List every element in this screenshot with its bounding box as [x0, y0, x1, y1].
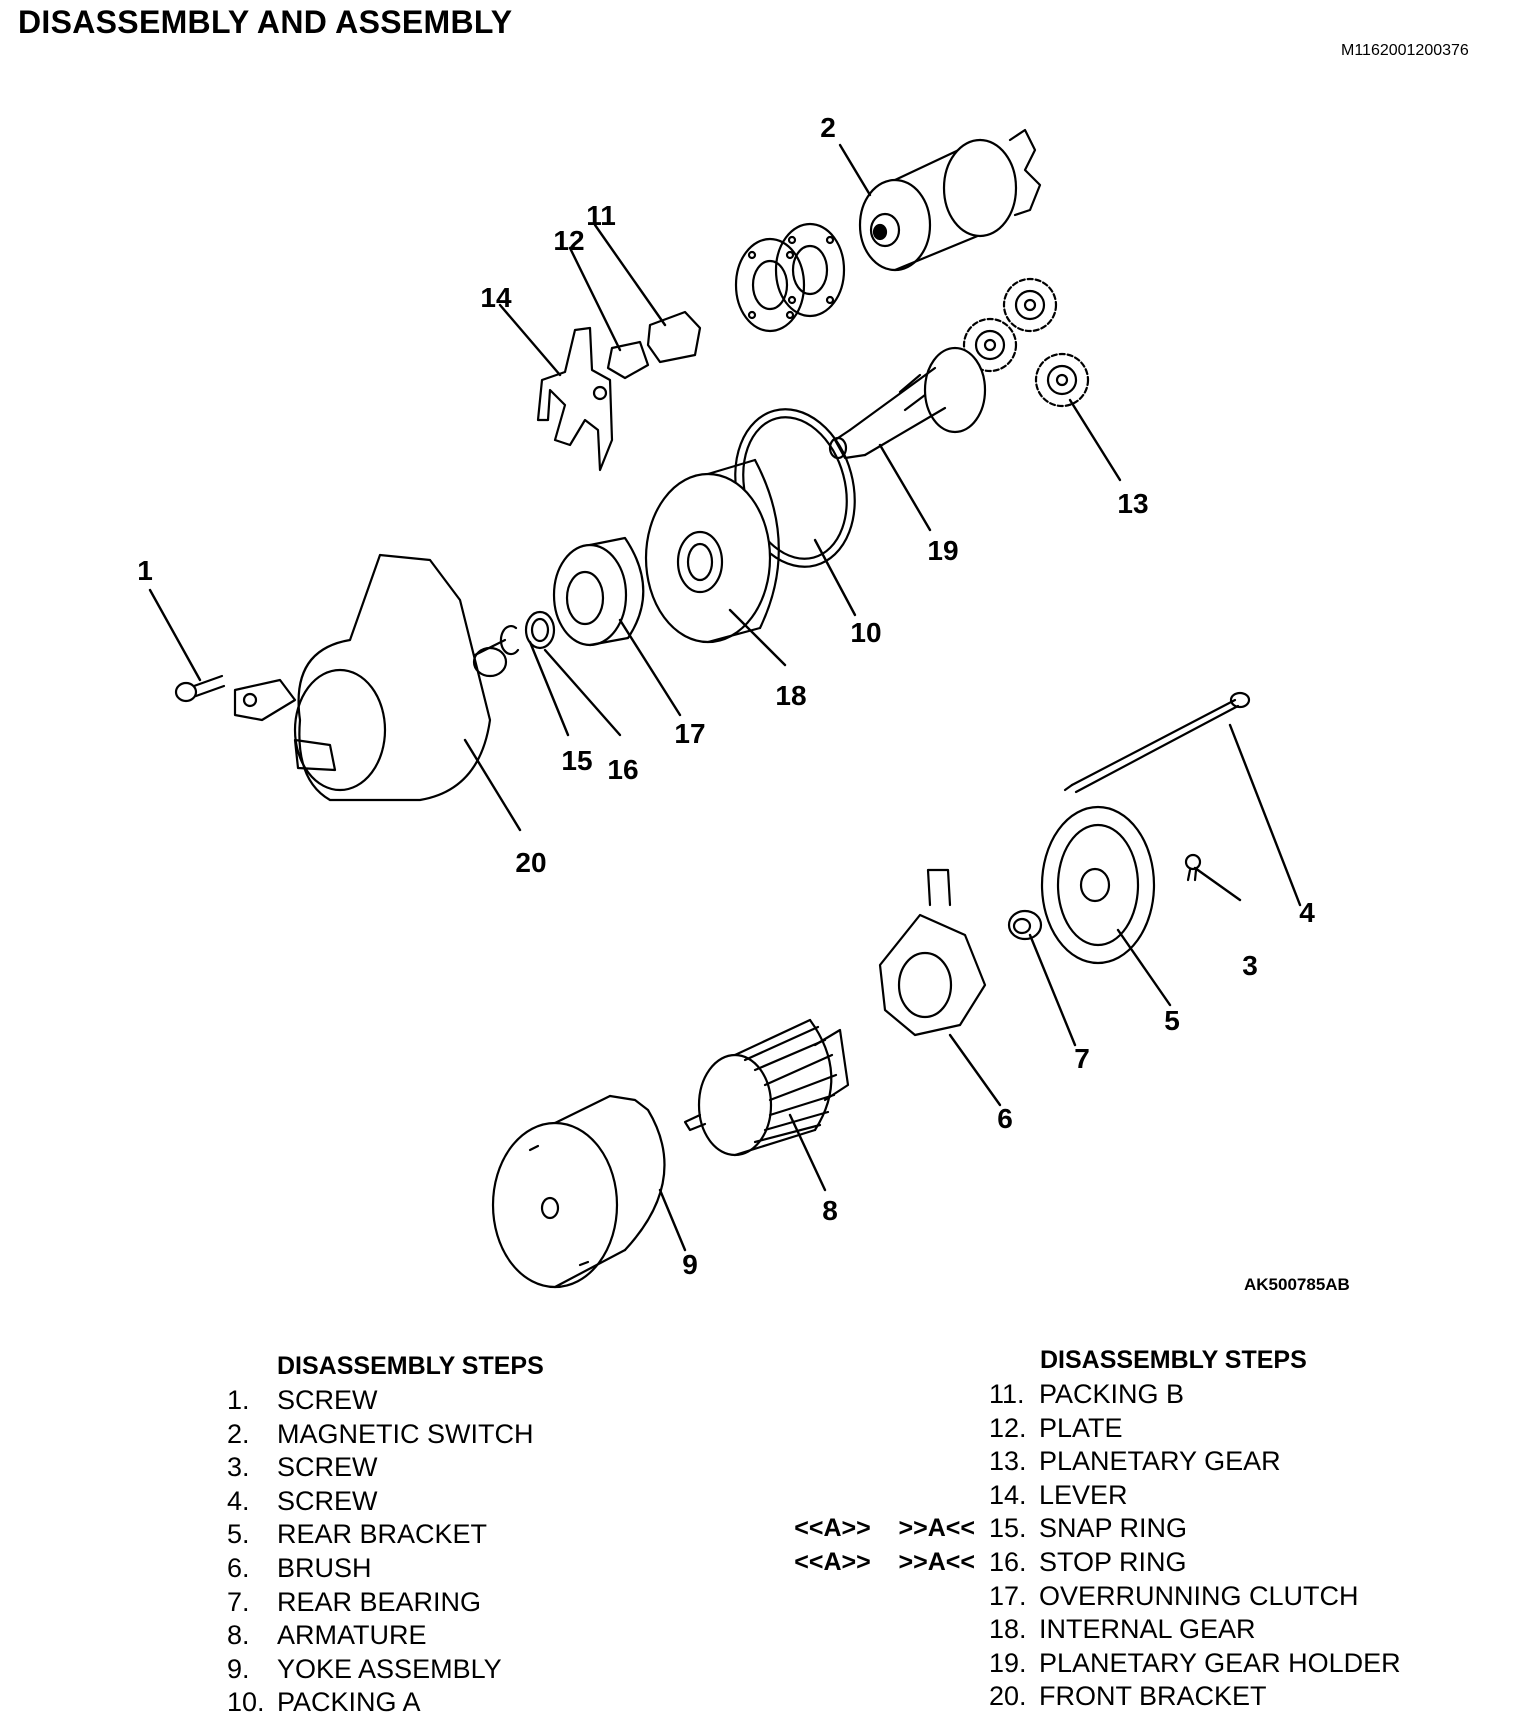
- list-item: 4.SCREW: [227, 1485, 378, 1516]
- list-item: 7.REAR BEARING: [227, 1586, 482, 1617]
- list-item: 5.REAR BRACKET: [227, 1519, 488, 1550]
- brush-part: [878, 868, 987, 1037]
- list-item: 14.LEVER: [989, 1479, 1128, 1510]
- stop-ring-part: [524, 610, 556, 650]
- step-marks: <<A>> >>A<<: [794, 1514, 975, 1543]
- list-item: 20.FRONT BRACKET: [989, 1681, 1267, 1712]
- callout-4: 4: [1299, 897, 1315, 928]
- planetary-gear-holder-part: [828, 346, 987, 460]
- callout-6: 6: [997, 1103, 1013, 1134]
- screw-3-part: [1184, 853, 1202, 882]
- callout-18: 18: [775, 680, 806, 711]
- armature-part: [683, 1018, 850, 1157]
- list-item: <<A>> >>A<<15.SNAP RING: [794, 1512, 1401, 1546]
- callout-12: 12: [553, 225, 584, 256]
- list-item: 1.SCREW: [227, 1385, 378, 1415]
- list-item: 6.BRUSH: [227, 1552, 372, 1583]
- list-item: 12.PLATE: [989, 1412, 1123, 1443]
- steps-right-heading: DISASSEMBLY STEPS: [1040, 1346, 1307, 1374]
- callout-11: 11: [586, 200, 616, 231]
- leader-lines: [148, 143, 1302, 1252]
- document-id: M1162001200376: [1341, 42, 1469, 59]
- overrunning-clutch-part: [552, 536, 645, 647]
- steps-left-list: 1.SCREW 2.MAGNETIC SWITCH 3.SCREW 4.SCRE…: [227, 1384, 534, 1720]
- front-bracket-part: [233, 553, 508, 802]
- list-item: 8.ARMATURE: [227, 1620, 427, 1651]
- callout-5: 5: [1164, 1005, 1180, 1036]
- list-item: <<A>> >>A<<16.STOP RING: [794, 1546, 1401, 1580]
- callout-labels: 1 2 3 4 5 6 7 8 9 10 11 12 13 14 15 16 1…: [137, 112, 1315, 1280]
- step-marks: <<A>> >>A<<: [794, 1547, 975, 1576]
- callout-2: 2: [820, 112, 836, 143]
- magnetic-switch-part: [858, 128, 1042, 272]
- callout-7: 7: [1074, 1043, 1090, 1074]
- callout-1: 1: [137, 555, 153, 586]
- callout-9: 9: [682, 1249, 698, 1280]
- steps-left-heading: DISASSEMBLY STEPS: [277, 1352, 544, 1380]
- callout-19: 19: [927, 535, 958, 566]
- plate-part: [606, 310, 702, 380]
- list-item: 10.PACKING A: [227, 1687, 421, 1718]
- planetary-gear-part: [962, 277, 1090, 408]
- yoke-assembly-part: [491, 1094, 666, 1289]
- screw-1-part: [174, 674, 226, 703]
- callout-14: 14: [480, 282, 512, 313]
- packing-b-part: [734, 222, 846, 333]
- list-item: 3.SCREW: [227, 1452, 378, 1483]
- starter-exploded-diagram: 1 2 3 4 5 6 7 8 9 10 11 12 13 14 15 16 1…: [137, 112, 1315, 1289]
- callout-8: 8: [822, 1195, 838, 1226]
- rear-bearing-part: [1007, 909, 1043, 941]
- rear-bracket-part: [1040, 805, 1156, 965]
- list-item: 9.YOKE ASSEMBLY: [227, 1653, 502, 1684]
- callout-17: 17: [674, 718, 705, 749]
- callout-15: 15: [561, 745, 592, 776]
- list-item: 2.MAGNETIC SWITCH: [227, 1418, 534, 1449]
- callout-13: 13: [1117, 488, 1148, 519]
- list-item: 13.PLANETARY GEAR: [989, 1446, 1281, 1477]
- list-item: 18.INTERNAL GEAR: [989, 1614, 1256, 1645]
- figure-id: AK500785AB: [1244, 1275, 1350, 1294]
- list-item: 19.PLANETARY GEAR HOLDER: [989, 1647, 1401, 1678]
- page-title: DISASSEMBLY AND ASSEMBLY: [18, 4, 513, 40]
- callout-16: 16: [607, 754, 638, 785]
- lever-part: [536, 326, 614, 472]
- internal-gear-part: [644, 458, 780, 644]
- list-item: 17.OVERRUNNING CLUTCH: [989, 1580, 1359, 1611]
- screw-4-part: [1063, 691, 1251, 794]
- callout-10: 10: [850, 617, 881, 648]
- callout-20: 20: [515, 847, 546, 878]
- callout-3: 3: [1242, 950, 1258, 981]
- steps-right-list: 11.PACKING B 12.PLATE 13.PLANETARY GEAR …: [794, 1378, 1401, 1714]
- list-item: 11.PACKING B: [989, 1379, 1185, 1409]
